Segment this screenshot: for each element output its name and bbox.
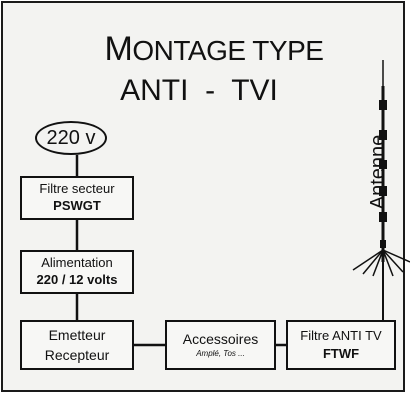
power-supply-spec: 220 / 12 volts bbox=[36, 272, 118, 287]
mains-filter-label: Filtre secteur bbox=[39, 181, 115, 196]
power-supply-label: Alimentation bbox=[41, 255, 113, 270]
title-line-2: ANTI - TVI bbox=[120, 74, 278, 107]
title-line-1: MONTAGE TYPE bbox=[104, 30, 324, 68]
accessories-box: Accessoires Amplé, Tos ... bbox=[165, 320, 276, 370]
power-input-node: 220 v bbox=[35, 121, 107, 155]
tvi-filter-model: FTWF bbox=[322, 346, 360, 361]
antenna-mast bbox=[379, 60, 387, 262]
antenna-label: Antenne bbox=[367, 134, 389, 210]
tvi-filter-label: Filtre ANTI TV bbox=[300, 328, 382, 343]
transceiver-box: Emetteur Recepteur bbox=[20, 320, 134, 370]
tvi-filter-box: Filtre ANTI TV FTWF bbox=[286, 320, 396, 370]
antenna-radials bbox=[352, 249, 410, 277]
power-supply-box: Alimentation 220 / 12 volts bbox=[20, 250, 134, 294]
accessories-note: Amplé, Tos ... bbox=[196, 349, 245, 358]
transceiver-line-2: Recepteur bbox=[44, 347, 110, 363]
accessories-label: Accessoires bbox=[182, 331, 259, 347]
transceiver-line-1: Emetteur bbox=[48, 327, 106, 343]
mains-filter-box: Filtre secteur PSWGT bbox=[20, 176, 134, 220]
mains-filter-model: PSWGT bbox=[53, 198, 101, 213]
